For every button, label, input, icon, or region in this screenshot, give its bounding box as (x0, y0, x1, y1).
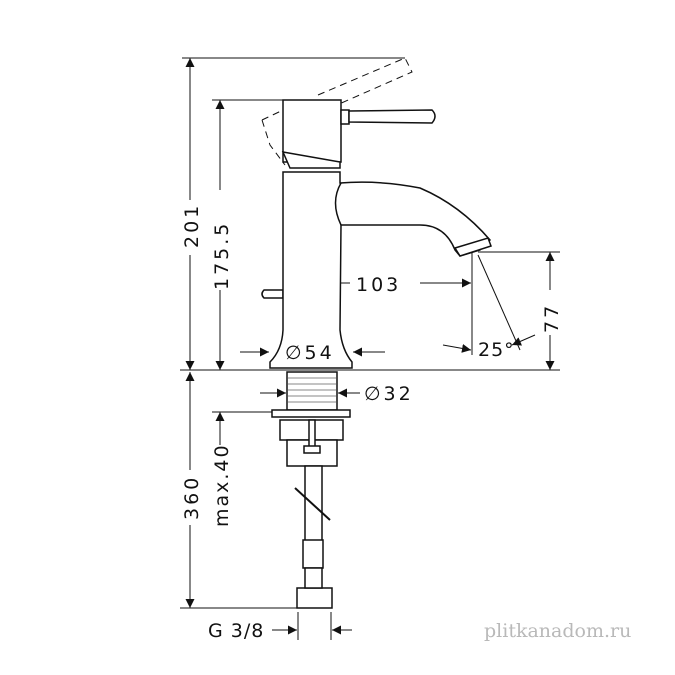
dim-g-3-8: G 3/8 (208, 620, 264, 642)
dimension-labels: 201 175.5 103 77 25° ∅54 ∅32 360 max.40 … (181, 203, 563, 642)
threaded-shank (286, 371, 338, 411)
washer (271, 409, 351, 418)
raised-lever-outline (261, 57, 413, 166)
handle-cap (282, 99, 342, 163)
dim-175-5: 175.5 (211, 221, 233, 290)
dim-103: 103 (356, 274, 401, 296)
watermark: plitkanadom.ru (484, 620, 632, 642)
dim-dia-32: ∅32 (364, 383, 414, 405)
spout-body (269, 171, 492, 369)
lever (348, 109, 436, 124)
dim-dia-54: ∅54 (285, 342, 335, 364)
dim-25-deg: 25° (478, 339, 515, 361)
faucet-body (261, 99, 492, 609)
dim-360: 360 (181, 475, 203, 520)
hose-fitting (296, 587, 333, 609)
dim-77: 77 (541, 303, 563, 333)
popup-rod (261, 289, 284, 299)
dim-max-40: max.40 (211, 443, 233, 527)
dim-201: 201 (181, 203, 203, 248)
